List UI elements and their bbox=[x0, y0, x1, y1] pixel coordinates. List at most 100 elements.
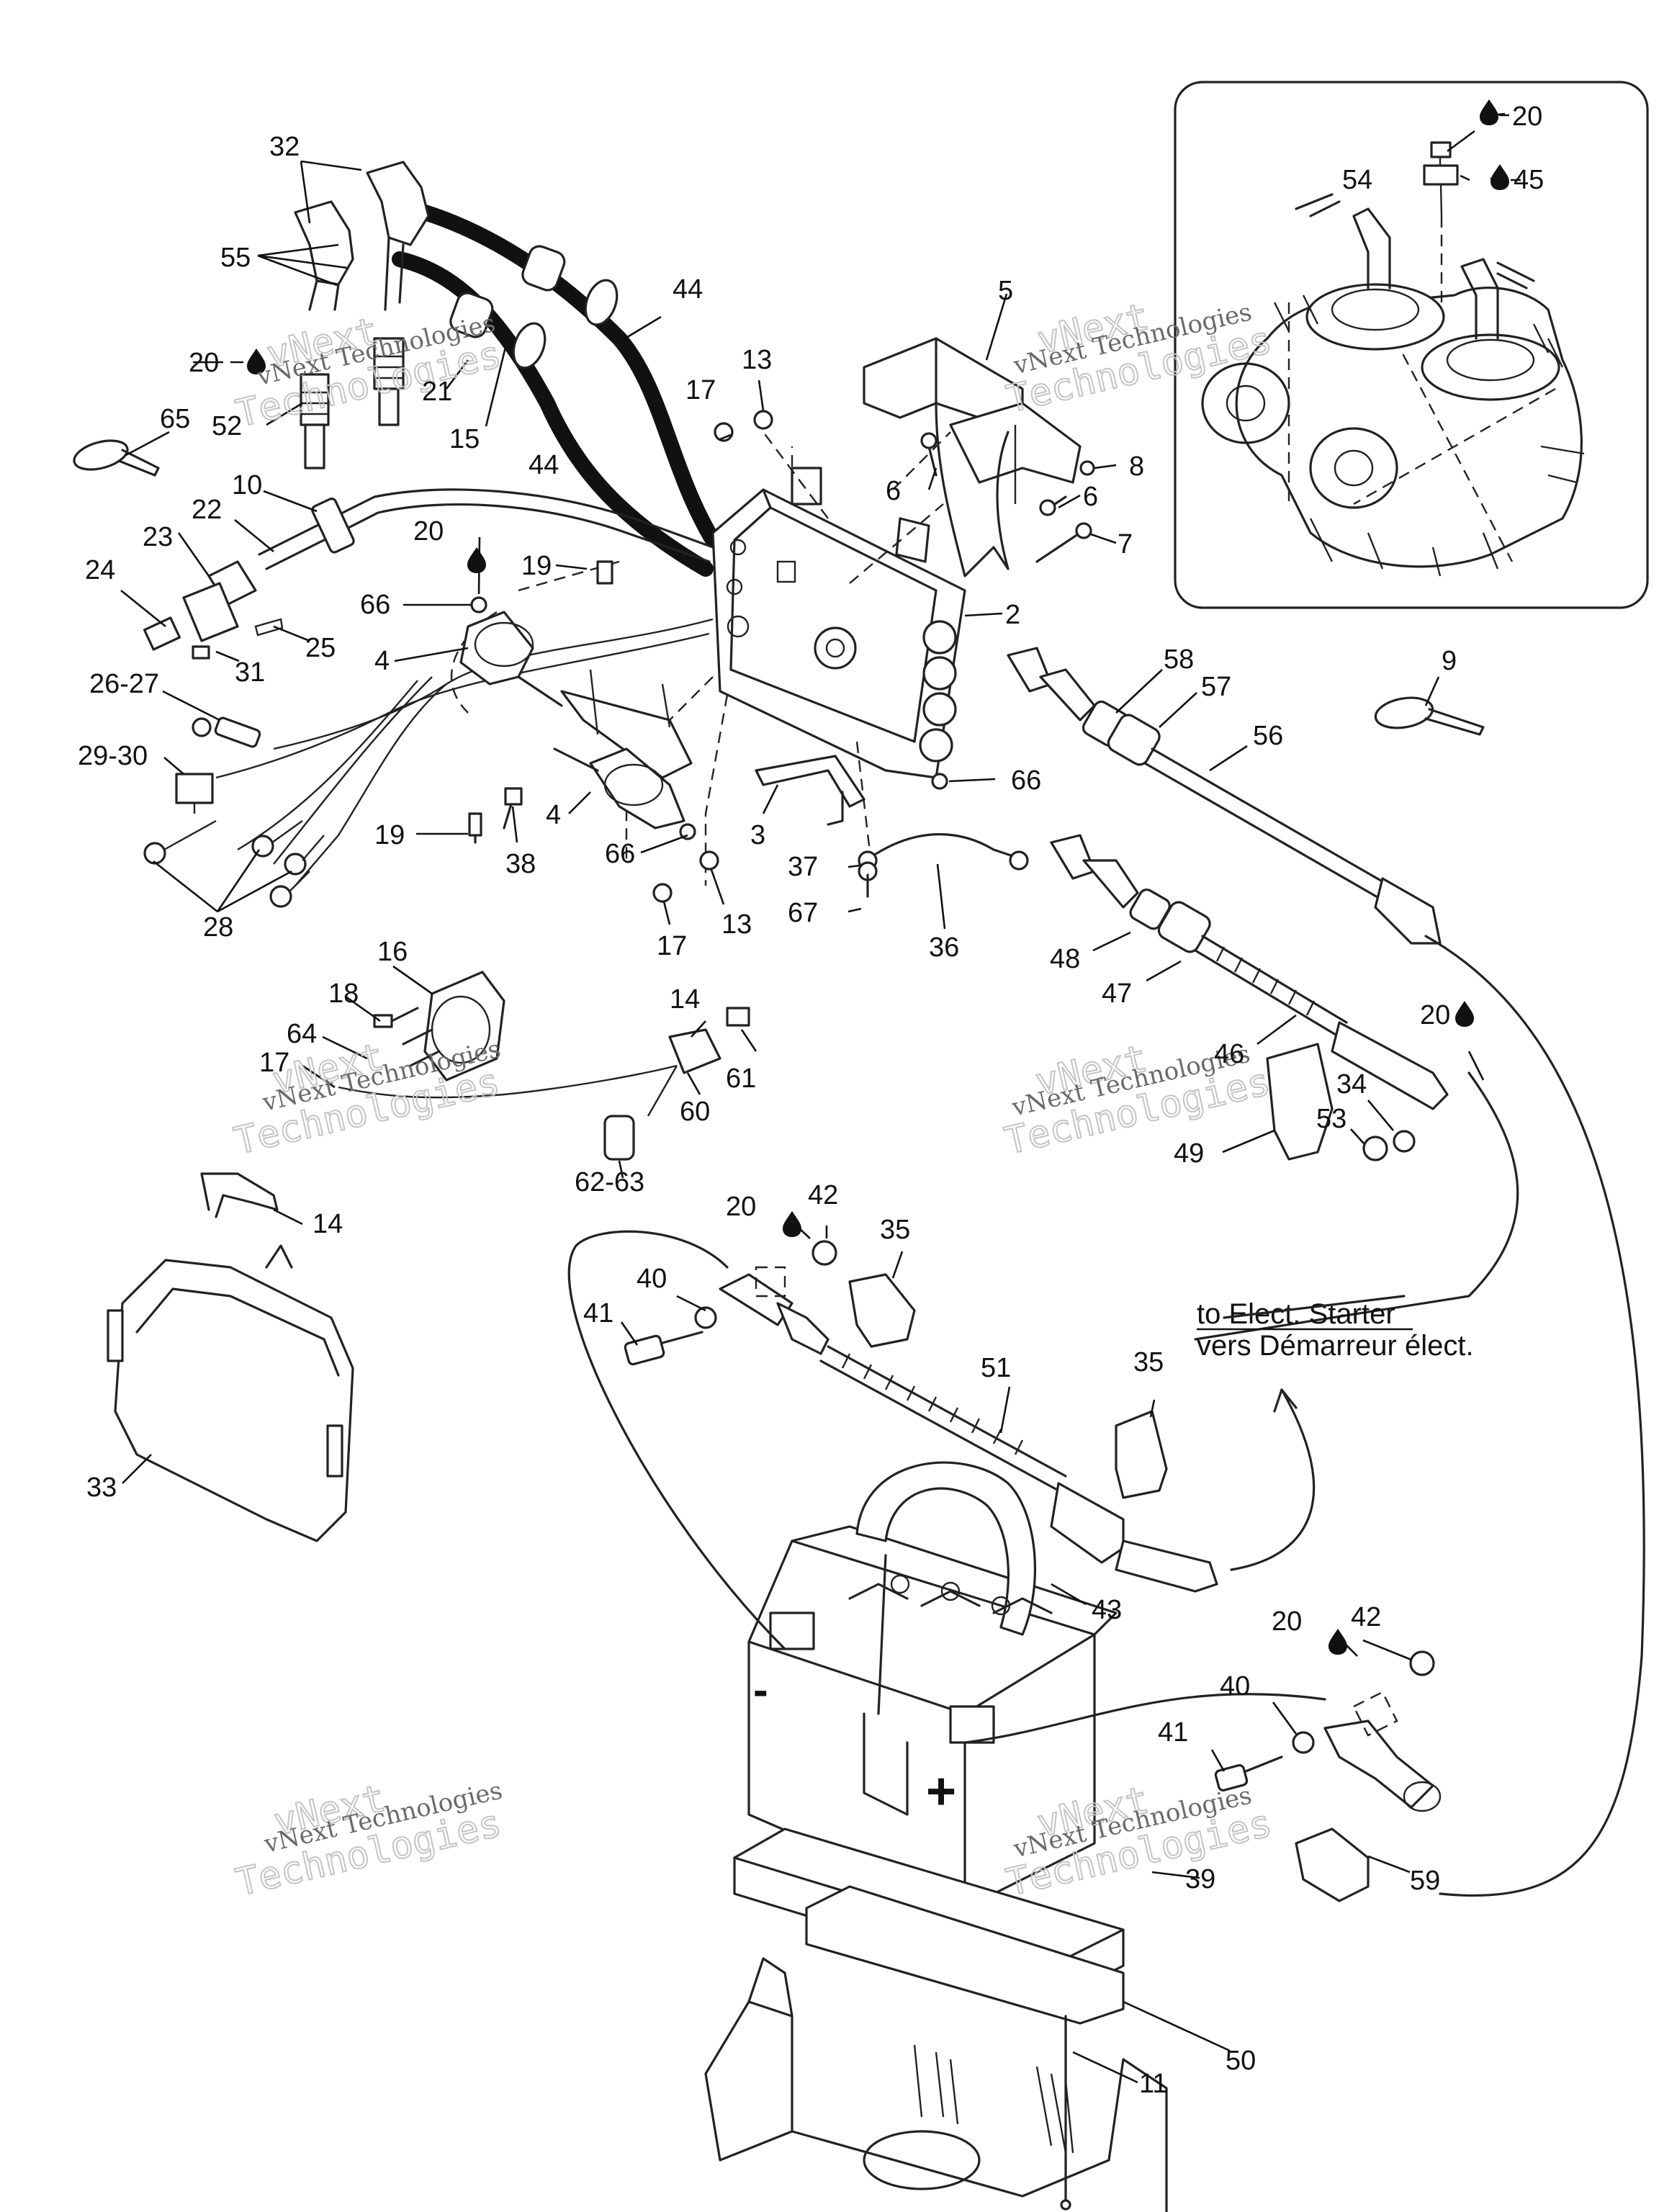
callout-65: 65 bbox=[160, 404, 190, 434]
callout-49: 49 bbox=[1174, 1138, 1204, 1169]
boot-35b bbox=[1115, 1410, 1168, 1499]
callout-42: 42 bbox=[1351, 1602, 1381, 1632]
callout-13: 13 bbox=[742, 345, 772, 375]
callout-57: 57 bbox=[1201, 672, 1231, 702]
callout-33: 33 bbox=[86, 1473, 117, 1503]
solenoid-16 bbox=[338, 971, 750, 1161]
callout-4: 4 bbox=[546, 800, 561, 830]
callout-41: 41 bbox=[1158, 1717, 1188, 1748]
callout-58: 58 bbox=[1164, 644, 1194, 675]
callout-52: 52 bbox=[212, 411, 242, 441]
callout-67: 67 bbox=[788, 898, 818, 928]
long-cable-to-solenoid bbox=[1424, 935, 1645, 1897]
ignition-coils bbox=[459, 410, 948, 903]
callout-35: 35 bbox=[1133, 1347, 1164, 1377]
callout-43: 43 bbox=[1092, 1595, 1122, 1625]
callout-2: 2 bbox=[1005, 600, 1020, 630]
callout-23: 23 bbox=[143, 522, 173, 552]
callout-54: 54 bbox=[1342, 165, 1372, 195]
tie-wrap-65 bbox=[73, 439, 160, 477]
callout-11: 11 bbox=[1139, 2069, 1167, 2099]
callout-26-27: 26-27 bbox=[89, 669, 159, 699]
callout-21: 21 bbox=[422, 377, 452, 407]
callout-40: 40 bbox=[637, 1264, 667, 1294]
callout-19: 19 bbox=[374, 820, 405, 850]
callout-28: 28 bbox=[203, 912, 233, 943]
callout-18: 18 bbox=[328, 979, 359, 1009]
callout-32: 32 bbox=[269, 132, 300, 162]
callout-66: 66 bbox=[605, 839, 635, 869]
callout-50: 50 bbox=[1226, 2046, 1256, 2076]
drop-icon bbox=[247, 349, 266, 374]
callout-56: 56 bbox=[1253, 721, 1283, 751]
callout-14: 14 bbox=[313, 1209, 343, 1239]
callout-20: 20 bbox=[1272, 1606, 1302, 1637]
callout-4: 4 bbox=[374, 646, 390, 676]
callout-9: 9 bbox=[1442, 646, 1457, 676]
positive-cable-end bbox=[567, 1230, 1442, 1902]
callout-39: 39 bbox=[1185, 1864, 1215, 1894]
harness bbox=[143, 488, 714, 908]
callout-47: 47 bbox=[1102, 979, 1132, 1009]
ground-cable-36 bbox=[858, 833, 1029, 898]
drop-icon bbox=[1455, 1001, 1474, 1027]
callout-61: 61 bbox=[726, 1064, 756, 1094]
engine-inset bbox=[1174, 81, 1649, 609]
callout-3: 3 bbox=[750, 820, 765, 850]
spark-plug-cables bbox=[294, 161, 721, 577]
callout-20: 20 bbox=[413, 516, 444, 547]
battery-cable-51 bbox=[624, 1240, 1316, 1593]
callout-7: 7 bbox=[1118, 529, 1133, 559]
callout-46: 46 bbox=[1214, 1039, 1244, 1069]
callout-25: 25 bbox=[305, 633, 336, 663]
cable-46 bbox=[1050, 834, 1519, 1341]
callout-16: 16 bbox=[377, 937, 408, 967]
callout-42: 42 bbox=[808, 1180, 838, 1210]
callout-55: 55 bbox=[220, 243, 251, 273]
cover-33 bbox=[107, 1244, 354, 1542]
callout-6: 6 bbox=[1083, 482, 1098, 512]
negative-terminal-sign: - bbox=[753, 1665, 768, 1715]
callout-51: 51 bbox=[981, 1353, 1011, 1383]
drop-icon bbox=[1328, 1629, 1347, 1655]
drop-icon bbox=[783, 1211, 801, 1237]
starter-note: to Elect. Starter vers Démarreur élect. bbox=[1197, 1295, 1474, 1362]
drop-icon bbox=[1491, 164, 1509, 190]
drop-icons bbox=[247, 99, 1509, 1655]
callout-labels: 32 55 44 44 20 21 15 52 65 10 22 23 24 2… bbox=[78, 102, 1544, 2099]
positive-terminal-sign: + bbox=[926, 1763, 956, 1820]
callout-10: 10 bbox=[232, 470, 262, 500]
callout-14: 14 bbox=[670, 984, 700, 1015]
callout-5: 5 bbox=[998, 276, 1013, 306]
callout-38: 38 bbox=[505, 849, 536, 879]
note-line-1: to Elect. Starter bbox=[1197, 1298, 1395, 1330]
callout-66: 66 bbox=[1011, 765, 1041, 796]
callout-44: 44 bbox=[673, 274, 703, 305]
callout-6: 6 bbox=[886, 476, 901, 506]
callout-60: 60 bbox=[680, 1097, 710, 1127]
boot-35a bbox=[848, 1273, 916, 1348]
callout-29-30: 29-30 bbox=[78, 741, 148, 771]
note-line-2: vers Démarreur élect. bbox=[1197, 1330, 1474, 1362]
boot-49 bbox=[1266, 1043, 1334, 1161]
drop-icon bbox=[467, 547, 486, 573]
callout-40: 40 bbox=[1220, 1671, 1250, 1701]
callout-20: 20 bbox=[1420, 1000, 1450, 1030]
callout-19: 19 bbox=[521, 551, 552, 581]
callout-22: 22 bbox=[192, 495, 222, 525]
callout-24: 24 bbox=[85, 555, 115, 585]
electrical-box bbox=[450, 431, 966, 886]
bracket-5 bbox=[863, 337, 1095, 577]
clip-14 bbox=[200, 1172, 279, 1218]
callout-37: 37 bbox=[788, 852, 818, 882]
callout-20: 20 bbox=[1512, 102, 1542, 132]
callout-44: 44 bbox=[529, 450, 559, 480]
callout-17: 17 bbox=[657, 931, 687, 961]
drop-icon bbox=[1480, 99, 1498, 125]
callout-17: 17 bbox=[259, 1048, 289, 1078]
spark-plugs bbox=[300, 337, 405, 469]
nut-53 bbox=[1362, 1136, 1388, 1161]
callout-64: 64 bbox=[287, 1019, 317, 1049]
callout-8: 8 bbox=[1129, 451, 1144, 482]
